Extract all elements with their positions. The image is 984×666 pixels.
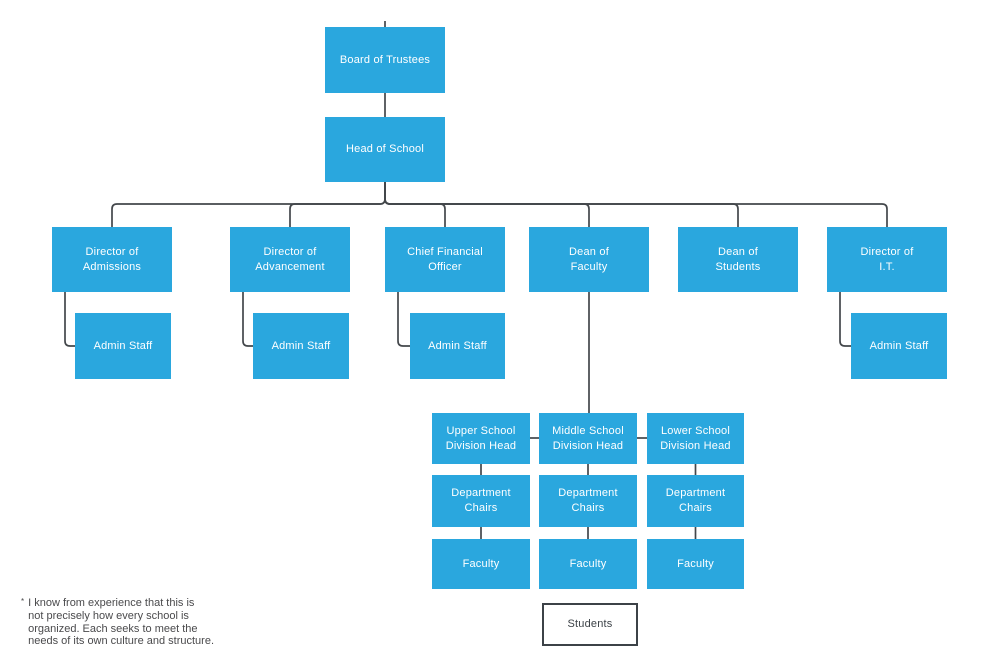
connector-line: [64, 292, 75, 347]
node-upper-school-division-head: Upper School Division Head: [432, 413, 530, 464]
node-director-of-admissions: Director of Admissions: [52, 227, 172, 292]
node-department-chairs: Department Chairs: [647, 475, 744, 527]
node-admin-staff: Admin Staff: [253, 313, 349, 379]
node-dean-of-students: Dean of Students: [678, 227, 798, 292]
node-admin-staff: Admin Staff: [410, 313, 505, 379]
node-middle-school-division-head: Middle School Division Head: [539, 413, 637, 464]
node-director-of-advancement: Director of Advancement: [230, 227, 350, 292]
footnote-asterisk: *: [21, 596, 25, 606]
node-department-chairs: Department Chairs: [539, 475, 637, 527]
node-dean-of-faculty: Dean of Faculty: [529, 227, 649, 292]
footnote: *I know from experience that this is not…: [21, 584, 251, 648]
connector-line: [839, 292, 851, 347]
connector-line: [397, 292, 410, 347]
footnote-text: I know from experience that this is not …: [28, 596, 215, 648]
node-faculty: Faculty: [539, 539, 637, 589]
node-department-chairs: Department Chairs: [432, 475, 530, 527]
node-board-of-trustees: Board of Trustees: [325, 27, 445, 93]
node-head-of-school: Head of School: [325, 117, 445, 182]
node-faculty: Faculty: [432, 539, 530, 589]
node-chief-financial-officer: Chief Financial Officer: [385, 227, 505, 292]
node-director-of-it: Director of I.T.: [827, 227, 947, 292]
node-lower-school-division-head: Lower School Division Head: [647, 413, 744, 464]
connector-line: [289, 182, 386, 227]
connector-line: [242, 292, 253, 347]
node-students: Students: [542, 603, 638, 646]
node-admin-staff: Admin Staff: [851, 313, 947, 379]
node-faculty: Faculty: [647, 539, 744, 589]
node-admin-staff: Admin Staff: [75, 313, 171, 379]
connector-line: [384, 182, 888, 227]
